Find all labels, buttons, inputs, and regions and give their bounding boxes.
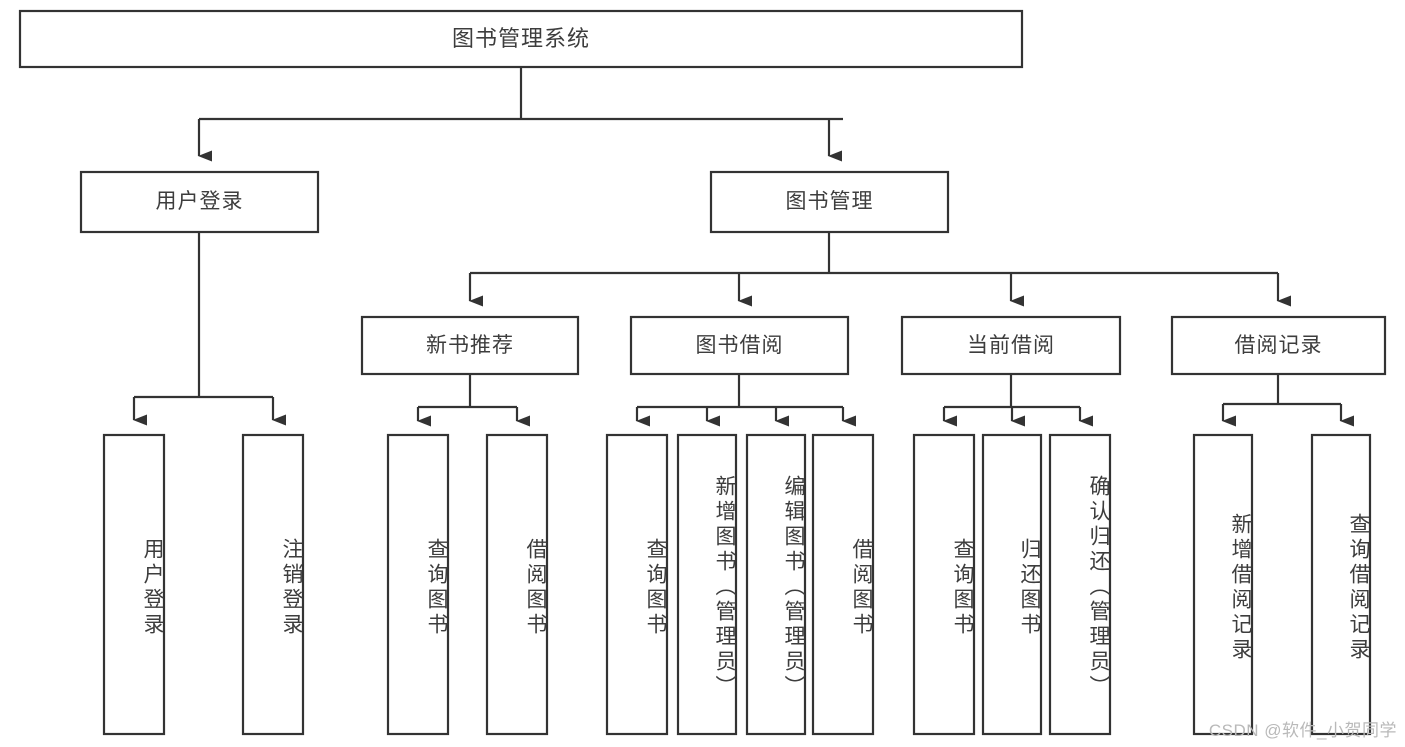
node-leaf-add-book-box[interactable] bbox=[676, 433, 738, 736]
node-leaf-query-book-borrow-box[interactable] bbox=[605, 433, 669, 736]
connector-new-book-recommend-to-leaves bbox=[416, 374, 530, 427]
node-new-book-recommend-box[interactable] bbox=[360, 315, 580, 376]
connector-root-to-level2 bbox=[197, 67, 843, 162]
node-borrow-record-box[interactable] bbox=[1170, 315, 1387, 376]
node-leaf-user-logout-box[interactable] bbox=[241, 433, 305, 736]
node-leaf-return-book-box[interactable] bbox=[981, 433, 1043, 736]
node-leaf-edit-book-box[interactable] bbox=[745, 433, 807, 736]
connector-book-borrow-to-leaves bbox=[635, 374, 856, 427]
connector-current-borrow-to-leaves bbox=[942, 374, 1093, 427]
node-leaf-add-record-box[interactable] bbox=[1192, 433, 1254, 736]
csdn-watermark: CSDN @软件_小贺同学 bbox=[1208, 721, 1397, 740]
connector-user-login-to-leaves bbox=[132, 232, 286, 426]
connector-borrow-record-to-leaves bbox=[1221, 374, 1354, 427]
node-leaf-query-book-current-box[interactable] bbox=[912, 433, 976, 736]
node-current-borrow-box[interactable] bbox=[900, 315, 1122, 376]
node-leaf-query-book-rec-box[interactable] bbox=[386, 433, 450, 736]
node-leaf-borrow-book-rec-box[interactable] bbox=[485, 433, 549, 736]
node-leaf-confirm-return-box[interactable] bbox=[1048, 433, 1112, 736]
node-book-manage-box[interactable] bbox=[709, 170, 950, 234]
node-leaf-query-record-box[interactable] bbox=[1310, 433, 1372, 736]
node-book-borrow-box[interactable] bbox=[629, 315, 850, 376]
node-leaf-borrow-book-box[interactable] bbox=[811, 433, 875, 736]
node-root-box[interactable] bbox=[18, 9, 1024, 69]
connector-book-manage-to-level3 bbox=[468, 232, 1291, 307]
node-user-login-box[interactable] bbox=[79, 170, 320, 234]
node-leaf-user-login-box[interactable] bbox=[102, 433, 166, 736]
